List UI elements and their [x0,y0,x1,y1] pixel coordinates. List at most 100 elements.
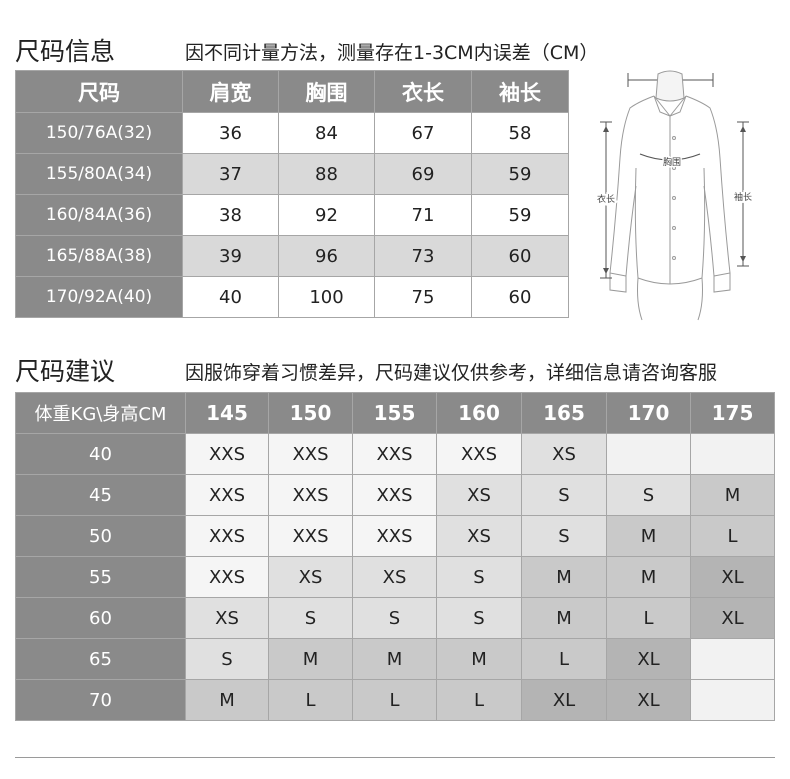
height-header: 145 [185,392,269,434]
size-cell: XXS [268,474,353,516]
col-header-sleeve: 袖长 [471,70,569,113]
sleeve-value: 59 [471,194,569,236]
table-row: 45 XXS XXS XXS XS S S M [15,474,775,516]
size-cell [606,433,691,475]
size-cell: S [436,597,522,639]
size-cell: XXS [185,433,269,475]
sleeve-value: 59 [471,153,569,195]
size-info-note: 因不同计量方法，测量存在1-3CM内误差（CM） [185,42,599,64]
size-cell: XL [606,679,691,721]
weight-label: 55 [15,556,186,598]
chest-value: 84 [278,112,375,154]
size-cell: XXS [185,515,269,557]
size-cell: XXS [185,474,269,516]
sleeve-value: 58 [471,112,569,154]
sleeve-value: 60 [471,235,569,277]
size-cell [690,638,775,680]
table-row: 40 XXS XXS XXS XXS XS [15,433,775,475]
size-cell: L [521,638,607,680]
size-cell [690,679,775,721]
sleeve-label: 袖长 [734,191,752,203]
size-cell: M [268,638,353,680]
size-cell: L [436,679,522,721]
size-info-table: 尺码 肩宽 胸围 衣长 袖长 150/76A(32) 36 84 67 58 1… [15,70,569,318]
size-cell: XXS [352,474,437,516]
chest-dimension-line [639,153,701,161]
size-cell: S [521,474,607,516]
length-value: 75 [374,276,472,318]
size-cell: XS [521,433,607,475]
size-cell: S [268,597,353,639]
size-cell: L [606,597,691,639]
weight-label: 65 [15,638,186,680]
size-cell: S [436,556,522,598]
size-cell: M [352,638,437,680]
length-value: 69 [374,153,472,195]
col-header-length: 衣长 [374,70,472,113]
weight-label: 40 [15,433,186,475]
col-header-size: 尺码 [15,70,183,113]
size-info-title: 尺码信息 [15,37,116,66]
chest-value: 92 [278,194,375,236]
size-label: 170/92A(40) [15,276,183,318]
size-cell: XL [521,679,607,721]
size-table-header-row: 尺码 肩宽 胸围 衣长 袖长 [15,70,569,113]
size-cell: M [185,679,269,721]
size-cell: S [185,638,269,680]
shoulder-value: 40 [182,276,279,318]
table-row: 55 XXS XS XS S M M XL [15,556,775,598]
size-cell: XXS [436,433,522,475]
size-cell: M [521,597,607,639]
col-header-shoulder: 肩宽 [182,70,279,113]
height-header: 155 [352,392,437,434]
length-value: 71 [374,194,472,236]
chest-value: 100 [278,276,375,318]
size-cell: S [606,474,691,516]
size-cell [690,433,775,475]
table-row: 65 S M M M L XL [15,638,775,680]
size-cell: XS [268,556,353,598]
size-cell: M [606,556,691,598]
weight-height-corner-label: 体重KG\身高CM [15,392,186,434]
bottom-divider [15,757,775,758]
height-header: 150 [268,392,353,434]
weight-label: 60 [15,597,186,639]
size-cell: XS [436,515,522,557]
size-label: 160/84A(36) [15,194,183,236]
size-cell: M [606,515,691,557]
size-cell: S [352,597,437,639]
height-header: 165 [521,392,607,434]
size-cell: L [268,679,353,721]
table-row: 60 XS S S S M L XL [15,597,775,639]
col-header-chest: 胸围 [278,70,375,113]
weight-label: 50 [15,515,186,557]
chest-label: 胸围 [663,156,681,168]
size-cell: L [352,679,437,721]
size-cell: XS [352,556,437,598]
height-header: 170 [606,392,691,434]
size-cell: S [521,515,607,557]
table-row: 70 M L L L XL XL [15,679,775,721]
recommend-note: 因服饰穿着习惯差异，尺码建议仅供参考，详细信息请咨询客服 [185,362,718,384]
chest-value: 88 [278,153,375,195]
size-cell: XL [606,638,691,680]
size-cell: XXS [185,556,269,598]
size-label: 165/88A(38) [15,235,183,277]
chest-value: 96 [278,235,375,277]
size-cell: XS [185,597,269,639]
size-label: 150/76A(32) [15,112,183,154]
height-header: 160 [436,392,522,434]
length-value: 73 [374,235,472,277]
weight-label: 45 [15,474,186,516]
size-cell: XXS [352,433,437,475]
length-value: 67 [374,112,472,154]
size-cell: XL [690,556,775,598]
size-cell: M [690,474,775,516]
garment-measurement-diagram: 肩宽 胸围 衣长 袖长 [595,70,754,321]
shoulder-value: 38 [182,194,279,236]
size-cell: M [521,556,607,598]
size-cell: XXS [268,433,353,475]
size-cell: L [690,515,775,557]
size-label: 155/80A(34) [15,153,183,195]
shirt-outline-icon [609,70,731,321]
